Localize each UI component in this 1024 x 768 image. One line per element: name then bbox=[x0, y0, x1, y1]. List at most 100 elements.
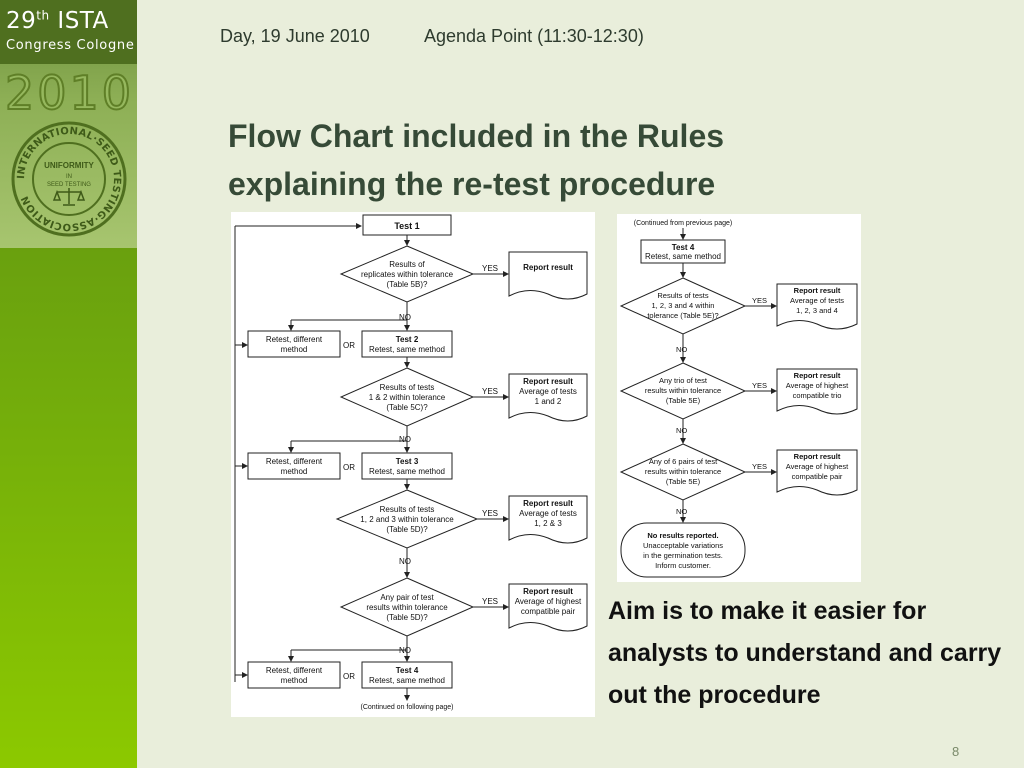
retest-different-method-3: Retest, different method bbox=[247, 661, 341, 689]
report-result-3: Report result Average of tests 1, 2 & 3 bbox=[508, 495, 588, 544]
retest-different-method-2: Retest, different method bbox=[247, 452, 341, 480]
yes-label: YES bbox=[752, 381, 767, 390]
decision-4-diamond: Any pair of test results within toleranc… bbox=[339, 577, 475, 637]
no-label: NO bbox=[676, 426, 687, 435]
svg-text:Retest, different: Retest, different bbox=[266, 457, 323, 466]
svg-text:Test 4: Test 4 bbox=[396, 666, 419, 675]
svg-text:Test 2: Test 2 bbox=[396, 335, 419, 344]
svg-text:Results of tests: Results of tests bbox=[380, 383, 435, 392]
decision-2-diamond: Results of tests 1 & 2 within tolerance … bbox=[339, 367, 475, 427]
svg-text:compatible trio: compatible trio bbox=[793, 391, 842, 400]
svg-text:results within tolerance: results within tolerance bbox=[645, 386, 721, 395]
no-results-terminal: No results reported. Unacceptable variat… bbox=[620, 522, 746, 578]
decision-5-diamond: Results of tests 1, 2, 3 and 4 within to… bbox=[619, 277, 747, 335]
svg-text:1 and 2: 1 and 2 bbox=[535, 397, 562, 406]
svg-text:1 & 2 within tolerance: 1 & 2 within tolerance bbox=[369, 393, 446, 402]
yes-label: YES bbox=[752, 462, 767, 471]
test-4-box: Test 4 Retest, same method bbox=[361, 661, 453, 689]
svg-text:Average of highest: Average of highest bbox=[515, 597, 582, 606]
decision-1-diamond: Results of replicates within tolerance (… bbox=[339, 245, 475, 303]
svg-text:method: method bbox=[281, 345, 308, 354]
svg-text:Results of tests: Results of tests bbox=[380, 505, 435, 514]
svg-text:Report result: Report result bbox=[523, 377, 573, 386]
svg-text:method: method bbox=[281, 676, 308, 685]
or-label: OR bbox=[343, 672, 355, 681]
svg-text:Report result: Report result bbox=[523, 587, 573, 596]
flowchart-page-2: (Continued from previous page) Test 4 Re… bbox=[617, 214, 861, 582]
or-label: OR bbox=[343, 341, 355, 350]
sidebar-title-band bbox=[0, 0, 137, 64]
header-agenda: Agenda Point (11:30-12:30) bbox=[424, 26, 644, 46]
svg-text:Test 1: Test 1 bbox=[394, 221, 419, 231]
svg-text:Average of tests: Average of tests bbox=[519, 509, 577, 518]
page-number: 8 bbox=[952, 744, 960, 759]
svg-text:Retest, same method: Retest, same method bbox=[369, 345, 445, 354]
svg-text:IN: IN bbox=[66, 174, 72, 180]
decision-6-diamond: Any trio of test results within toleranc… bbox=[619, 362, 747, 420]
svg-text:(Table 5E): (Table 5E) bbox=[666, 477, 701, 486]
svg-text:method: method bbox=[281, 467, 308, 476]
test-2-box: Test 2 Retest, same method bbox=[361, 330, 453, 358]
svg-text:Report result: Report result bbox=[523, 263, 573, 272]
svg-text:(Table 5C)?: (Table 5C)? bbox=[386, 403, 428, 412]
yes-label: YES bbox=[482, 509, 498, 518]
slide-title-line-1: Flow Chart included in the Rules bbox=[228, 118, 725, 154]
decision-7-diamond: Any of 6 pairs of test results within to… bbox=[619, 443, 747, 501]
svg-text:tolerance (Table 5E)?: tolerance (Table 5E)? bbox=[647, 311, 718, 320]
svg-text:No results reported.: No results reported. bbox=[647, 531, 718, 540]
congress-org: ISTA bbox=[57, 8, 109, 34]
svg-text:(Table 5D)?: (Table 5D)? bbox=[386, 525, 428, 534]
svg-text:Any trio of test: Any trio of test bbox=[659, 376, 708, 385]
svg-text:Test 4: Test 4 bbox=[672, 243, 695, 252]
no-label: NO bbox=[399, 313, 411, 322]
report-result-1: Report result bbox=[508, 251, 588, 300]
year-logo: 2010 bbox=[4, 65, 135, 121]
svg-text:Retest, different: Retest, different bbox=[266, 666, 323, 675]
svg-text:results within tolerance: results within tolerance bbox=[645, 467, 721, 476]
test-4-box: Test 4 Retest, same method bbox=[640, 239, 726, 264]
svg-text:1, 2, 3 and 4: 1, 2, 3 and 4 bbox=[796, 306, 838, 315]
report-result-7: Report result Average of highest compati… bbox=[776, 449, 858, 496]
continued-label: (Continued on following page) bbox=[360, 704, 453, 711]
svg-text:SEED TESTING: SEED TESTING bbox=[47, 182, 91, 188]
svg-text:Average of tests: Average of tests bbox=[790, 296, 844, 305]
header-date: Day, 19 June 2010 bbox=[220, 26, 370, 46]
ista-seal-logo: INTERNATIONAL·SEED TESTING·ASSOCIATION U… bbox=[11, 121, 127, 237]
yes-label: YES bbox=[752, 296, 767, 305]
congress-number: 29th ISTA bbox=[6, 8, 109, 34]
svg-text:Retest, same method: Retest, same method bbox=[369, 676, 445, 685]
congress-suffix: th bbox=[36, 8, 50, 23]
svg-text:1, 2 & 3: 1, 2 & 3 bbox=[534, 519, 562, 528]
decision-3-diamond: Results of tests 1, 2 and 3 within toler… bbox=[335, 489, 479, 549]
svg-text:Retest, different: Retest, different bbox=[266, 335, 323, 344]
sidebar: 29th ISTA Congress Cologne 2010 INTERNAT… bbox=[0, 0, 137, 768]
svg-text:Any pair of test: Any pair of test bbox=[380, 593, 434, 602]
svg-text:Report result: Report result bbox=[794, 286, 841, 295]
report-result-5: Report result Average of tests 1, 2, 3 a… bbox=[776, 283, 858, 330]
svg-text:Retest, same method: Retest, same method bbox=[645, 252, 721, 261]
svg-text:Inform customer.: Inform customer. bbox=[655, 561, 711, 570]
svg-text:UNIFORMITY: UNIFORMITY bbox=[44, 161, 94, 170]
svg-text:compatible pair: compatible pair bbox=[521, 607, 576, 616]
scale-icon bbox=[52, 188, 86, 206]
svg-text:Average of highest: Average of highest bbox=[786, 462, 849, 471]
svg-text:results within tolerance: results within tolerance bbox=[366, 603, 448, 612]
svg-text:Report result: Report result bbox=[794, 371, 841, 380]
retest-different-method-1: Retest, different method bbox=[247, 330, 341, 358]
svg-text:Unacceptable variations: Unacceptable variations bbox=[643, 541, 723, 550]
no-label: NO bbox=[676, 345, 687, 354]
yes-label: YES bbox=[482, 597, 498, 606]
slide-title-line-2: explaining the re-test procedure bbox=[228, 166, 716, 202]
svg-text:Test 3: Test 3 bbox=[396, 457, 419, 466]
svg-text:replicates within tolerance: replicates within tolerance bbox=[361, 270, 454, 279]
yes-label: YES bbox=[482, 264, 498, 273]
svg-text:Report result: Report result bbox=[794, 452, 841, 461]
svg-text:1, 2, 3 and 4 within: 1, 2, 3 and 4 within bbox=[652, 301, 715, 310]
no-label: NO bbox=[399, 557, 411, 566]
no-label: NO bbox=[676, 507, 687, 516]
svg-text:1, 2 and 3 within tolerance: 1, 2 and 3 within tolerance bbox=[360, 515, 454, 524]
continued-from-label: (Continued from previous page) bbox=[634, 220, 732, 227]
report-result-6: Report result Average of highest compati… bbox=[776, 368, 858, 415]
svg-text:Results of tests: Results of tests bbox=[657, 291, 709, 300]
svg-text:(Table 5E): (Table 5E) bbox=[666, 396, 701, 405]
